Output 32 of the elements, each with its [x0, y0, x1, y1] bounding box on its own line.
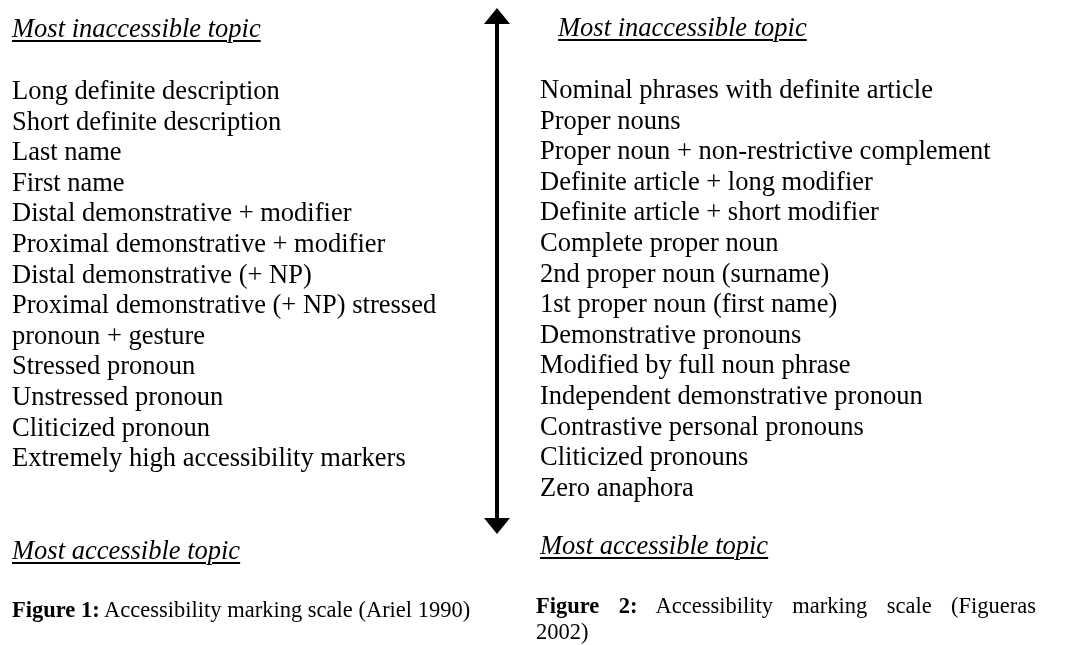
- scale-item: Proximal demonstrative (+ NP) stressed pronoun + gesture: [12, 289, 438, 351]
- scale-item: Last name: [12, 136, 122, 167]
- scale-item: Proper nouns: [540, 104, 681, 136]
- scale-item: 1st proper noun (first name): [540, 288, 838, 319]
- scale-item: Contrastive personal pronouns: [540, 410, 864, 442]
- scale-item: Nominal phrases with definite article: [540, 74, 933, 105]
- figure-caption: Figure 2: Accessibility marking scale (Figueras 2002): [536, 593, 1036, 645]
- scale-item: Distal demonstrative + modifier: [12, 197, 352, 228]
- scale-item: Modified by full noun phrase: [540, 349, 851, 380]
- bottom-scale-label: Most accessible topic: [12, 535, 241, 566]
- scale-item: Demonstrative pronouns: [540, 318, 802, 350]
- scale-item: Cliticized pronouns: [540, 441, 749, 472]
- top-scale-label: Most inaccessible topic: [558, 12, 807, 43]
- scale-item: First name: [12, 166, 125, 198]
- scale-item: Definite article + long modifier: [540, 165, 873, 197]
- scale-item: Zero anaphora: [540, 471, 694, 503]
- scale-item: 2nd proper noun (surname): [540, 257, 830, 289]
- scale-item: Proper noun + non-restrictive complement: [540, 135, 991, 166]
- scale-item: Unstressed pronoun: [12, 380, 224, 412]
- scale-item: Stressed pronoun: [12, 350, 196, 381]
- scale-item: Proximal demonstrative + modifier: [12, 227, 386, 259]
- figure-caption: Figure 1: Accessibility marking scale (Ariel 1990): [12, 597, 472, 623]
- scale-item: Definite article + short modifier: [540, 196, 879, 227]
- scale-item: Distal demonstrative (+ NP): [12, 258, 312, 290]
- scale-item: Independent demonstrative pronoun: [540, 379, 923, 411]
- scale-item: Short definite description: [12, 105, 282, 137]
- scale-item: Cliticized pronoun: [12, 411, 210, 443]
- top-scale-label: Most inaccessible topic: [12, 13, 261, 44]
- bottom-scale-label: Most accessible topic: [540, 530, 769, 561]
- scale-item: Complete proper noun: [540, 226, 779, 258]
- scale-item: Long definite description: [12, 75, 280, 106]
- scale-item: Extremely high accessibility markers: [12, 442, 406, 473]
